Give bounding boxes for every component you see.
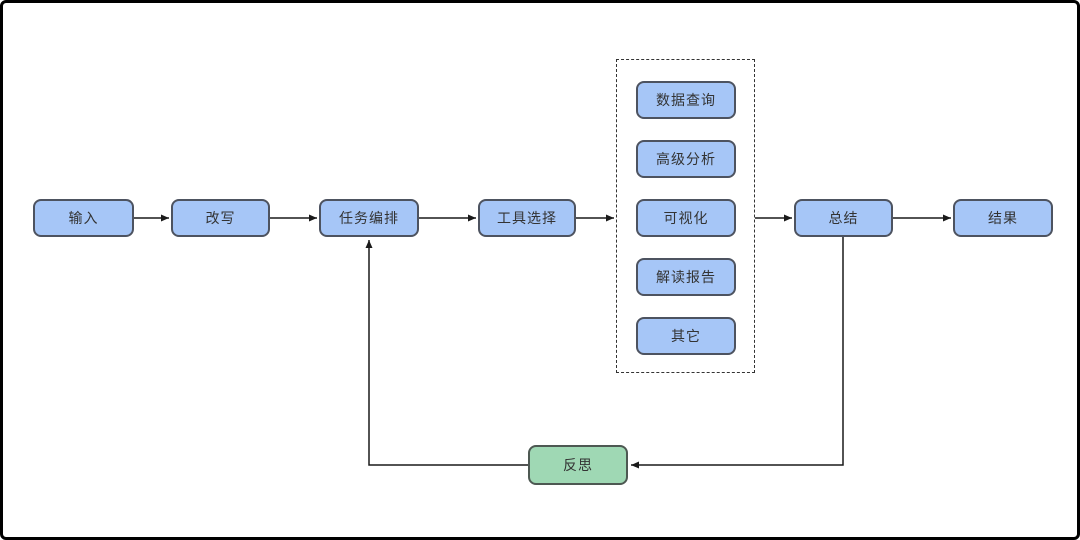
node-rewrite-label: 改写 <box>205 210 236 226</box>
node-advanced-analysis-label: 高级分析 <box>656 151 716 167</box>
node-task-orchestration: 任务编排 <box>319 199 419 237</box>
edges-layer <box>134 214 951 469</box>
node-result: 结果 <box>953 199 1053 237</box>
node-input: 输入 <box>33 199 134 237</box>
node-tool-selection-label: 工具选择 <box>497 210 557 226</box>
node-advanced-analysis: 高级分析 <box>636 140 736 178</box>
node-report-interpretation: 解读报告 <box>636 258 736 296</box>
node-result-label: 结果 <box>988 210 1018 226</box>
node-summary: 总结 <box>794 199 893 237</box>
node-other: 其它 <box>636 317 736 355</box>
node-input-label: 输入 <box>68 210 99 226</box>
node-reflection-label: 反思 <box>563 457 593 473</box>
edge-reflection-task <box>365 240 528 466</box>
node-report-interpretation-label: 解读报告 <box>656 269 716 285</box>
node-summary-label: 总结 <box>828 210 859 226</box>
node-reflection: 反思 <box>528 445 628 485</box>
node-visualization: 可视化 <box>636 199 736 237</box>
node-other-label: 其它 <box>671 328 701 344</box>
tool-group-container <box>616 59 755 373</box>
node-data-query-label: 数据查询 <box>656 92 716 108</box>
edge-summary-reflection <box>631 237 844 469</box>
node-visualization-label: 可视化 <box>663 210 709 226</box>
node-tool-selection: 工具选择 <box>478 199 576 237</box>
node-data-query: 数据查询 <box>636 81 736 119</box>
node-task-orchestration-label: 任务编排 <box>339 210 399 226</box>
node-rewrite: 改写 <box>171 199 270 237</box>
